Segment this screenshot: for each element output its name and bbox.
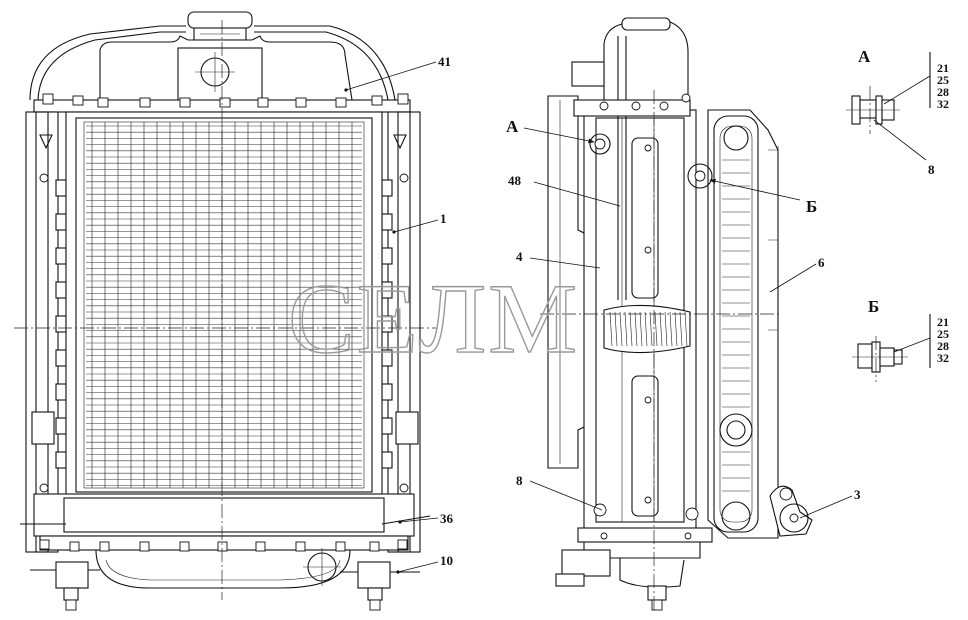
callout-4: 4	[516, 249, 523, 264]
lower-tank-side	[555, 503, 713, 611]
callout-8-side: 8	[516, 473, 523, 488]
callout-1: 1	[440, 211, 447, 226]
bracket	[769, 485, 813, 537]
front-callouts: 41 1 36 10	[344, 54, 454, 574]
bottom-flange-bolts	[39, 539, 408, 552]
detail-a-part-4: 32	[937, 97, 949, 111]
bottom-tank	[20, 493, 431, 589]
mounting-feet	[55, 561, 391, 611]
detail-b-title: Б	[868, 297, 879, 316]
detail-a-part-1: 21	[937, 61, 949, 75]
side-frames	[25, 111, 421, 553]
detail-b-labels: Б 21 25 28 32	[868, 297, 949, 365]
callout-10: 10	[440, 553, 453, 568]
detail-a-part-3: 28	[937, 85, 949, 99]
upper-tank-side	[571, 17, 691, 300]
callout-3: 3	[854, 487, 861, 502]
detail-b-part-2: 25	[937, 327, 949, 341]
oil-cooler	[707, 109, 779, 539]
detail-a-title: А	[858, 47, 871, 66]
view-a-marker: А	[506, 117, 519, 136]
left-frame-clips	[55, 179, 67, 469]
callout-48: 48	[508, 173, 522, 188]
filler-cap	[187, 11, 253, 41]
callout-6: 6	[818, 255, 825, 270]
callout-36: 36	[440, 511, 454, 526]
detail-b-view	[852, 314, 931, 382]
callout-41: 41	[438, 54, 451, 69]
fan-blade	[603, 304, 691, 354]
top-flange-bolts	[42, 93, 409, 108]
side-view	[540, 17, 813, 612]
detail-a-callout-8: 8	[928, 162, 935, 177]
detail-b-part-4: 32	[937, 351, 949, 365]
detail-a-part-2: 25	[937, 73, 949, 87]
core-fins	[86, 125, 362, 486]
side-callouts: А 48 4 8 Б 6 3	[506, 117, 861, 519]
detail-b-part-1: 21	[937, 315, 949, 329]
front-view	[14, 11, 436, 611]
detail-a-view	[846, 52, 931, 134]
watermark-text: СЕЛМ	[288, 263, 579, 374]
detail-a-labels: А 21 25 28 32 8	[858, 47, 949, 177]
top-tank	[29, 25, 411, 113]
view-b-marker: Б	[806, 197, 817, 216]
detail-b-part-3: 28	[937, 339, 949, 353]
